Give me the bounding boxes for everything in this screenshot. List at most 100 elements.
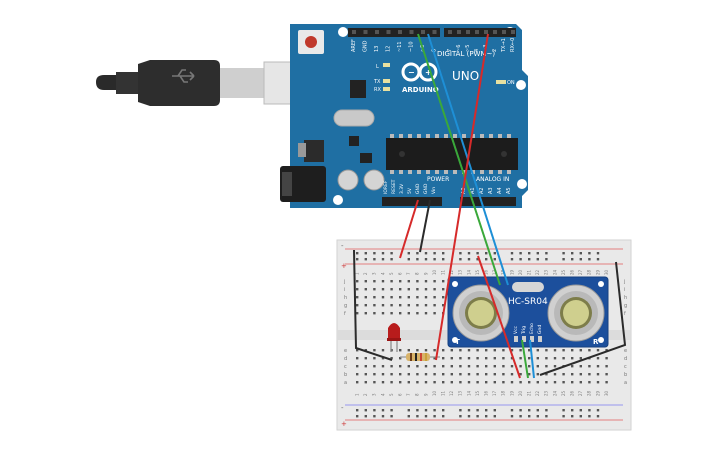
digital-pin-label: 13 bbox=[374, 46, 380, 52]
digital-header-right bbox=[444, 28, 516, 37]
column-number-top: 2 bbox=[363, 272, 368, 275]
column-number-top: 14 bbox=[466, 269, 471, 275]
power-pin-label: GND bbox=[415, 183, 421, 194]
column-number-top: 20 bbox=[518, 269, 523, 275]
column-number-top: 21 bbox=[527, 269, 532, 275]
digital-pin-label: GND bbox=[363, 40, 369, 52]
wire-trig-breadboard-green bbox=[521, 339, 529, 379]
l-label: L bbox=[376, 64, 379, 70]
wire-5v-red bbox=[399, 199, 419, 259]
row-letter-left: h bbox=[344, 295, 347, 301]
column-number-top: 5 bbox=[389, 272, 394, 275]
transmitter-transducer bbox=[452, 284, 510, 342]
digital-label: DIGITAL (PWM~) bbox=[437, 50, 495, 58]
microcontroller-chip bbox=[386, 138, 518, 170]
wire-vcc-red bbox=[477, 255, 521, 379]
sensor-pin-label: Trig bbox=[521, 326, 527, 335]
sensor-model-label: HC-SR04 bbox=[508, 297, 548, 307]
column-number-bottom: 18 bbox=[501, 390, 506, 396]
column-number-bottom: 29 bbox=[595, 390, 600, 396]
power-header bbox=[382, 197, 442, 206]
analog-header bbox=[460, 197, 516, 206]
column-number-bottom: 11 bbox=[441, 390, 446, 396]
row-letter-right: a bbox=[624, 380, 627, 386]
capacitor-2 bbox=[363, 169, 385, 191]
column-number-bottom: 30 bbox=[604, 390, 609, 396]
column-number-top: 15 bbox=[475, 269, 480, 275]
wires bbox=[353, 33, 627, 379]
brand-label: ARDUINO bbox=[402, 86, 439, 94]
column-number-bottom: 27 bbox=[578, 390, 583, 396]
digital-pin-label: ~10 bbox=[409, 41, 415, 52]
svg-text:−: − bbox=[408, 68, 415, 77]
r-label: R bbox=[593, 338, 599, 346]
analog-pin-label: A5 bbox=[506, 187, 512, 194]
column-number-top: 7 bbox=[406, 272, 411, 275]
column-number-top: 23 bbox=[544, 269, 549, 275]
column-number-bottom: 15 bbox=[475, 390, 480, 396]
power-label: POWER bbox=[427, 176, 449, 183]
column-number-bottom: 28 bbox=[587, 390, 592, 396]
row-letter-left: i bbox=[344, 287, 345, 293]
wire-echo-breadboard-blue bbox=[529, 339, 535, 379]
column-number-top: 16 bbox=[484, 269, 489, 275]
analog-pin-label: A4 bbox=[497, 187, 503, 194]
digital-pin-label: AREF bbox=[351, 39, 357, 52]
receiver-transducer bbox=[547, 284, 605, 342]
usb-cable bbox=[96, 60, 325, 106]
digital-pin-label: 2 bbox=[492, 49, 498, 52]
column-number-top: 9 bbox=[423, 272, 428, 275]
column-number-top: 30 bbox=[604, 269, 609, 275]
tx-label: TX bbox=[373, 79, 381, 85]
digital-pin-label: ~6 bbox=[456, 45, 462, 52]
column-number-top: 10 bbox=[432, 269, 437, 275]
digital-pin-label: 12 bbox=[386, 46, 392, 52]
usb-chip bbox=[350, 80, 366, 98]
column-number-bottom: 7 bbox=[406, 393, 411, 396]
row-letter-left: b bbox=[344, 372, 347, 378]
model-label: UNO bbox=[452, 69, 479, 83]
wire-trig-green bbox=[417, 33, 501, 286]
analog-pin-label: A2 bbox=[479, 187, 485, 194]
column-number-top: 17 bbox=[492, 269, 497, 275]
row-letter-left: g bbox=[344, 303, 347, 309]
column-number-top: 19 bbox=[509, 269, 514, 275]
column-number-top: 8 bbox=[415, 272, 420, 275]
column-number-bottom: 17 bbox=[492, 390, 497, 396]
resistor bbox=[400, 353, 440, 361]
wire-led-red bbox=[435, 33, 489, 361]
digital-pin-label: TX→1 bbox=[501, 38, 507, 53]
row-letter-left: d bbox=[344, 356, 347, 362]
red-led bbox=[387, 323, 401, 352]
digital-pin-label: 8 bbox=[432, 49, 438, 52]
column-number-bottom: 12 bbox=[449, 390, 454, 396]
rail-plus-bottom: + bbox=[341, 420, 347, 428]
digital-pin-label: ~5 bbox=[465, 45, 471, 52]
row-letter-right: h bbox=[624, 295, 627, 301]
analog-label: ANALOG IN bbox=[476, 176, 509, 183]
column-number-bottom: 23 bbox=[544, 390, 549, 396]
column-number-top: 12 bbox=[449, 269, 454, 275]
digital-pin-label: RX←0 bbox=[510, 38, 516, 52]
analog-pin-label: A1 bbox=[470, 187, 476, 194]
column-number-bottom: 3 bbox=[372, 393, 377, 396]
column-number-bottom: 13 bbox=[458, 390, 463, 396]
row-letter-right: d bbox=[624, 356, 627, 362]
voltage-regulator bbox=[304, 140, 324, 162]
rail-minus-bottom: - bbox=[341, 404, 344, 412]
row-letter-right: f bbox=[624, 311, 626, 317]
column-number-top: 22 bbox=[535, 269, 540, 275]
column-number-bottom: 14 bbox=[466, 390, 471, 396]
column-number-top: 6 bbox=[398, 272, 403, 275]
row-letter-left: j bbox=[343, 279, 345, 285]
rx-label: RX bbox=[374, 87, 381, 93]
column-number-bottom: 4 bbox=[380, 393, 385, 396]
crystal bbox=[333, 109, 375, 127]
power-pin-label: GND bbox=[423, 183, 429, 194]
row-letter-left: a bbox=[344, 380, 347, 386]
rail-plus-top: + bbox=[341, 262, 347, 270]
sensor-pin-label: Gnd bbox=[537, 325, 543, 334]
column-number-bottom: 6 bbox=[398, 393, 403, 396]
